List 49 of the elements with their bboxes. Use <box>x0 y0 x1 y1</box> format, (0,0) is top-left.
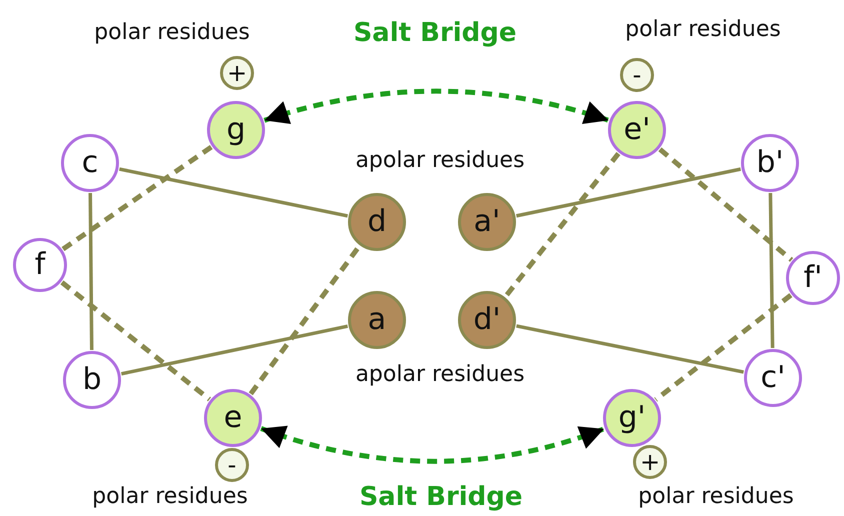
region-label: polar residues <box>94 20 250 45</box>
connector-line <box>516 324 744 374</box>
residue-circle <box>786 251 840 305</box>
dashed-line <box>504 152 620 298</box>
charge-sign: - <box>228 453 236 477</box>
dashed-line <box>60 280 212 402</box>
residue-circle <box>608 101 666 159</box>
charge-circle <box>620 58 654 92</box>
double-arrow <box>260 424 605 464</box>
residue-circle <box>204 389 262 447</box>
residue-letter: e <box>224 403 242 433</box>
charge-sign: - <box>632 63 642 87</box>
charge-circle <box>633 445 667 479</box>
region-label: polar residues <box>92 484 248 509</box>
residue-letter: a' <box>474 207 500 237</box>
region-label: apolar residues <box>355 362 525 387</box>
residue-letter: c' <box>760 363 786 393</box>
dashed-line <box>62 144 213 252</box>
residue-letter: b' <box>756 148 784 178</box>
charge-circle <box>215 448 249 482</box>
residue-circle <box>13 238 67 292</box>
connector-line <box>768 192 774 348</box>
charge-circle <box>220 56 254 90</box>
dashed-line <box>654 293 792 402</box>
region-label: polar residues <box>638 484 794 509</box>
double-arrow <box>264 88 610 125</box>
residue-letter: g <box>226 115 246 145</box>
residue-letter: c <box>82 148 98 178</box>
salt-bridge-label: Salt Bridge <box>359 482 523 512</box>
dashed-line <box>658 147 794 262</box>
residue-letter: f' <box>804 263 822 293</box>
residue-letter: g' <box>618 403 646 433</box>
residue-circle <box>603 389 661 447</box>
residue-letter: d <box>367 207 387 237</box>
charge-sign: + <box>226 61 248 85</box>
dashed-line <box>248 244 362 396</box>
residue-letter: a <box>368 305 386 335</box>
region-label: polar residues <box>625 17 781 42</box>
residue-letter: f <box>34 250 46 280</box>
connector-line <box>121 324 348 376</box>
residue-letter: d' <box>473 305 501 335</box>
connector-line <box>119 167 348 218</box>
residue-letter: e' <box>624 115 650 145</box>
connector-line <box>516 167 741 218</box>
region-label: apolar residues <box>355 148 525 173</box>
residue-letter: b <box>82 365 102 395</box>
charge-sign: + <box>640 450 660 474</box>
connector-line <box>88 192 94 350</box>
salt-bridge-label: Salt Bridge <box>353 18 517 48</box>
